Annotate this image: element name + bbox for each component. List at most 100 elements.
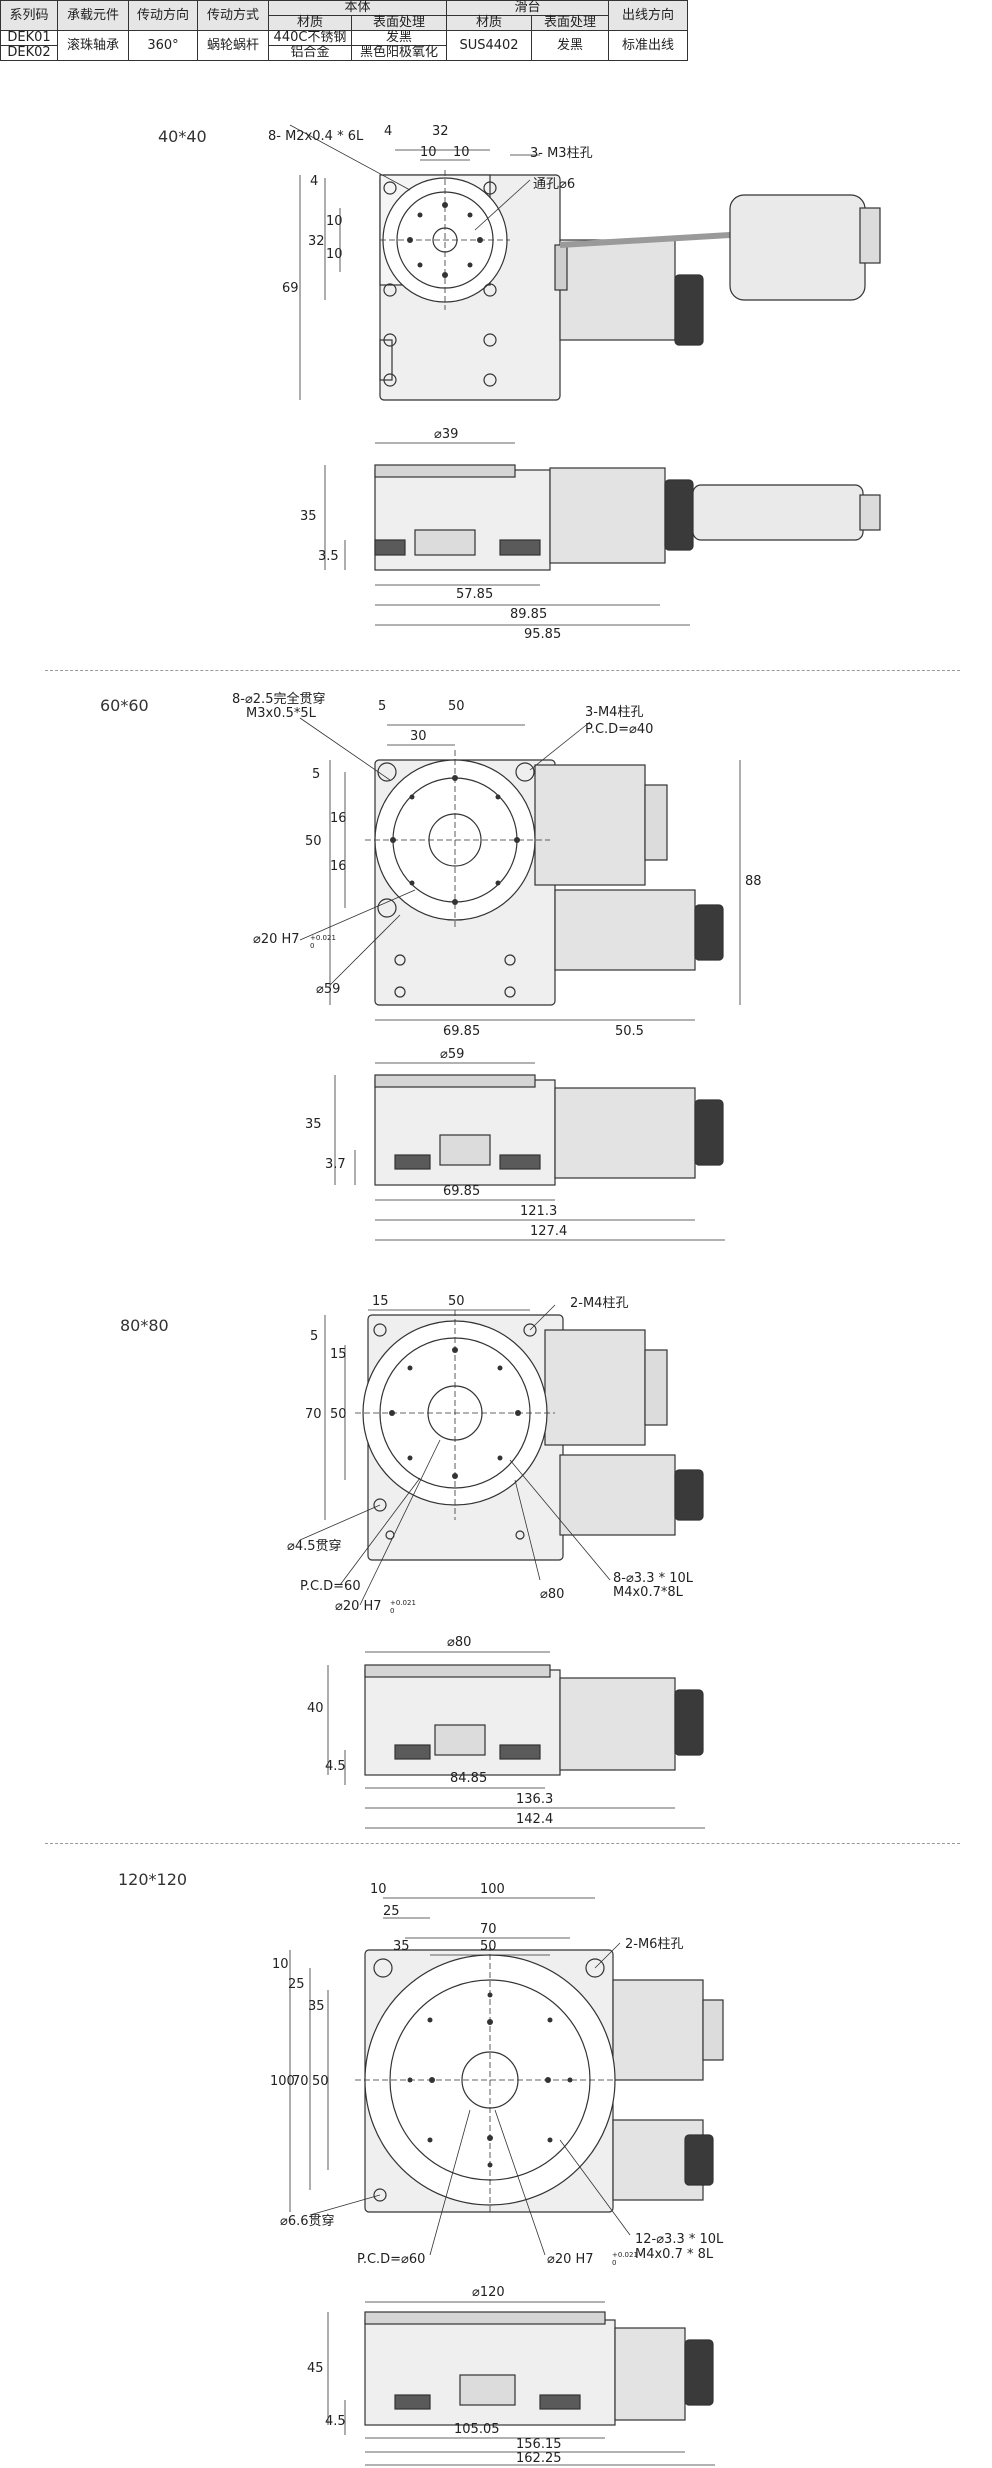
cell-direction: 360° bbox=[128, 30, 198, 61]
cell-slide-material: SUS4402 bbox=[446, 30, 532, 61]
tol-80-lower: 0 bbox=[390, 1607, 394, 1615]
dim-60-half: 30 bbox=[410, 729, 427, 744]
cell-slide-finish: 发黑 bbox=[531, 30, 609, 61]
subheader-body-finish: 表面处理 bbox=[351, 15, 447, 31]
dim-40-pitch-b: 10 bbox=[453, 145, 470, 160]
dim-40-side-len1: 57.85 bbox=[456, 587, 493, 602]
callout-60-bore: ⌀20 H7 bbox=[253, 932, 300, 947]
dim-120-v-pitch-inner: 50 bbox=[312, 2074, 329, 2089]
callout-40-thru: 通孔⌀6 bbox=[533, 177, 575, 192]
callout-60-thru: 8-⌀2.5完全贯穿 bbox=[232, 691, 325, 707]
callout-60-tap: M3x0.5*5L bbox=[246, 706, 317, 721]
dim-40-v-pitch-a: 10 bbox=[326, 214, 343, 229]
dim-60-side-height: 35 bbox=[305, 1117, 322, 1132]
dim-60-offset: 5 bbox=[378, 699, 386, 714]
dim-120-side-len2: 156.15 bbox=[516, 2437, 562, 2452]
cell-load: 滚珠轴承 bbox=[57, 30, 129, 61]
tol-120-upper: +0.021 bbox=[612, 2251, 638, 2259]
dim-40-overall: 69 bbox=[282, 281, 299, 296]
drawing-60-top: 8-⌀2.5完全贯穿 M3x0.5*5L 3-M4柱孔 P.C.D=⌀40 ⌀2… bbox=[232, 691, 762, 1039]
section-label-40: 40*40 bbox=[158, 127, 207, 146]
dim-60-body-len: 69.85 bbox=[443, 1024, 480, 1039]
dim-80-side-dia: ⌀80 bbox=[447, 1635, 471, 1650]
dim-120-pitch-outer: 70 bbox=[480, 1922, 497, 1937]
dim-120-side-len3: 162.25 bbox=[516, 2451, 562, 2466]
section-divider bbox=[45, 1843, 960, 1844]
cell-cable: 标准出线 bbox=[608, 30, 688, 61]
callout-60-dia: ⌀59 bbox=[316, 982, 340, 997]
dim-60-width: 50 bbox=[448, 699, 465, 714]
callout-40-tap: 8- M2x0.4 * 6L bbox=[268, 129, 364, 144]
dim-120-width: 100 bbox=[480, 1882, 505, 1897]
dim-40-offset: 4 bbox=[384, 124, 392, 139]
section-label-120: 120*120 bbox=[118, 1870, 188, 1889]
dim-120-edge: 25 bbox=[383, 1904, 400, 1919]
callout-80-tap: M4x0.7*8L bbox=[613, 1585, 684, 1600]
cell-code: DEK02 bbox=[0, 45, 58, 61]
callout-120-bore: ⌀20 H7 bbox=[547, 2252, 594, 2267]
callout-80-pcd: P.C.D=60 bbox=[300, 1579, 361, 1594]
dim-60-height: 50 bbox=[305, 834, 322, 849]
dim-120-pitch-inner: 50 bbox=[480, 1939, 497, 1954]
drawing-40-top: 8- M2x0.4 * 6L 3- M3柱孔 通孔⌀6 4 32 10 10 4… bbox=[268, 124, 881, 401]
dim-120-side-dia: ⌀120 bbox=[472, 2285, 505, 2300]
tol-60-upper: +0.021 bbox=[310, 934, 336, 942]
dim-120-side-len1: 105.05 bbox=[454, 2422, 500, 2437]
callout-120-counterbore: 2-M6柱孔 bbox=[625, 1937, 683, 1952]
dim-80-side-height: 40 bbox=[307, 1701, 324, 1716]
drawing-80-top: 2-M4柱孔 ⌀4.5贯穿 P.C.D=60 ⌀20 H7 +0.021 0 ⌀… bbox=[287, 1294, 704, 1615]
callout-120-thru: ⌀6.6贯穿 bbox=[280, 2213, 335, 2229]
dim-80-side-len2: 136.3 bbox=[516, 1792, 553, 1807]
cell-body-material: 铝合金 bbox=[268, 45, 352, 61]
callout-60-counterbore: 3-M4柱孔 bbox=[585, 705, 643, 720]
dim-120-v-pitch-outer: 70 bbox=[292, 2074, 309, 2089]
section-label-80: 80*80 bbox=[120, 1316, 169, 1335]
dim-60-side-len1: 69.85 bbox=[443, 1184, 480, 1199]
tol-60-lower: 0 bbox=[310, 942, 314, 950]
callout-80-dia: ⌀80 bbox=[540, 1587, 564, 1602]
header-series-code: 系列码 bbox=[0, 0, 58, 31]
dim-80-side-base: 4.5 bbox=[325, 1759, 346, 1774]
dim-60-side-len3: 127.4 bbox=[530, 1224, 567, 1239]
dim-60-v-pitch-a: 16 bbox=[330, 811, 347, 826]
dim-80-v-offset-b: 15 bbox=[330, 1347, 347, 1362]
dim-40-side-len2: 89.85 bbox=[510, 607, 547, 622]
callout-80-thru: ⌀4.5贯穿 bbox=[287, 1538, 342, 1554]
section-label-60: 60*60 bbox=[100, 696, 149, 715]
section-divider bbox=[45, 670, 960, 671]
subheader-slide-finish: 表面处理 bbox=[531, 15, 609, 31]
dim-120-pitch-mid: 35 bbox=[393, 1939, 410, 1954]
dim-60-overall-h: 88 bbox=[745, 874, 762, 889]
cell-body-finish: 黑色阳极氧化 bbox=[351, 45, 447, 61]
dim-40-v-pitch-b: 10 bbox=[326, 247, 343, 262]
cell-method: 蜗轮蜗杆 bbox=[197, 30, 269, 61]
dim-40-side-dia: ⌀39 bbox=[434, 427, 458, 442]
dim-80-side-len1: 84.85 bbox=[450, 1771, 487, 1786]
dim-120-v-pitch-mid: 35 bbox=[308, 1999, 325, 2014]
dim-80-height: 70 bbox=[305, 1407, 322, 1422]
drawing-80-side: ⌀80 40 4.5 84.85 136.3 142.4 bbox=[307, 1635, 705, 1829]
callout-120-tap: M4x0.7 * 8L bbox=[635, 2247, 714, 2262]
dim-80-pitch: 50 bbox=[330, 1407, 347, 1422]
callout-80-bore: ⌀20 H7 bbox=[335, 1599, 382, 1614]
callout-80-holes: 8-⌀3.3 * 10L bbox=[613, 1571, 694, 1586]
spec-table: 系列码 承载元件 传动方向 传动方式 本体 滑台 出线方向 材质 表面处理 材质… bbox=[0, 0, 688, 61]
callout-120-pcd: P.C.D=⌀60 bbox=[357, 2252, 425, 2267]
callout-60-pcd: P.C.D=⌀40 bbox=[585, 722, 653, 737]
dim-40-side-height: 35 bbox=[300, 509, 317, 524]
dim-120-v-edge: 25 bbox=[288, 1977, 305, 1992]
drawing-40-side: ⌀39 35 3.5 57.85 89.85 95.85 bbox=[300, 427, 881, 642]
dim-40-width: 32 bbox=[432, 124, 449, 139]
dim-120-side-height: 45 bbox=[307, 2361, 324, 2376]
header-body: 本体 bbox=[268, 0, 447, 16]
tol-120-lower: 0 bbox=[612, 2259, 616, 2267]
dim-60-motor-len: 50.5 bbox=[615, 1024, 644, 1039]
dim-80-side-len3: 142.4 bbox=[516, 1812, 553, 1827]
dim-40-height: 32 bbox=[308, 234, 325, 249]
callout-120-holes: 12-⌀3.3 * 10L bbox=[635, 2232, 724, 2247]
dim-40-v-offset: 4 bbox=[310, 174, 318, 189]
dim-80-offset: 15 bbox=[372, 1294, 389, 1309]
callout-40-counterbore: 3- M3柱孔 bbox=[530, 146, 593, 161]
